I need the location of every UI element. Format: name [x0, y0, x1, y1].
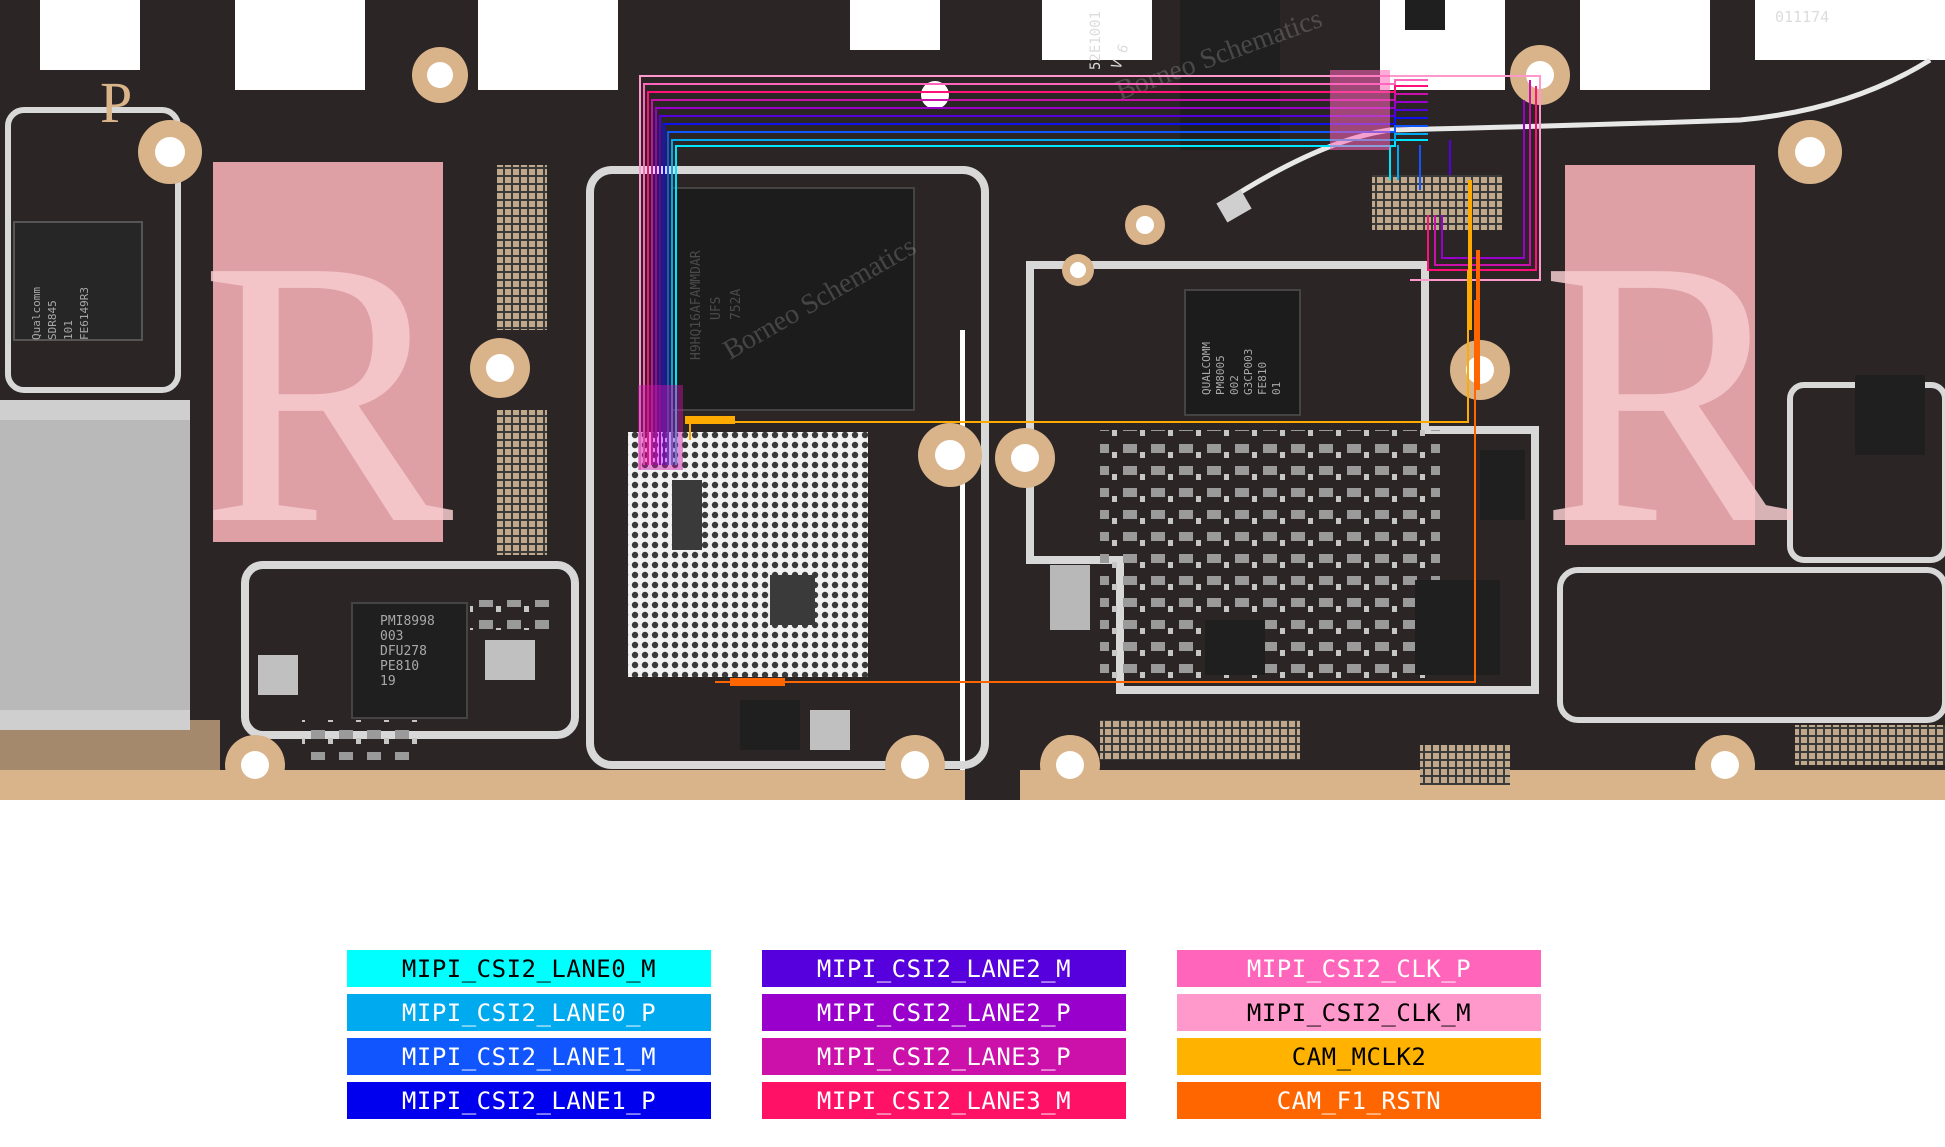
legend-item: MIPI_CSI2_LANE0_P — [347, 994, 711, 1031]
left-pcb-panel: Qualcomm SDR845 101 FE6149R3 P R H9HQ16A… — [0, 0, 1059, 800]
legend-item: CAM_F1_RSTN — [1177, 1082, 1541, 1119]
trace-lane0-p — [671, 133, 1428, 465]
legend-item: CAM_MCLK2 — [1177, 1038, 1541, 1075]
rf-chip-text: Qualcomm SDR845 101 FE6149R3 — [30, 280, 91, 340]
legend-column-1: MIPI_CSI2_LANE0_M MIPI_CSI2_LANE0_P MIPI… — [347, 950, 711, 1126]
trace-lane2-m — [659, 109, 1428, 465]
legend-item: MIPI_CSI2_LANE0_M — [347, 950, 711, 987]
signal-legend: MIPI_CSI2_LANE0_M MIPI_CSI2_LANE0_P MIPI… — [347, 950, 1542, 1120]
watermark-letter-left: R — [200, 182, 455, 603]
legend-item: MIPI_CSI2_CLK_P — [1177, 950, 1541, 987]
marking-011174: 011174 — [1775, 8, 1829, 26]
silkscreen-letter: P — [100, 70, 132, 135]
trace-lane3-m — [647, 85, 1428, 465]
legend-column-2: MIPI_CSI2_LANE2_M MIPI_CSI2_LANE2_P MIPI… — [762, 950, 1126, 1126]
legend-item: MIPI_CSI2_LANE1_M — [347, 1038, 711, 1075]
pcb-board-svg: Qualcomm SDR845 101 FE6149R3 P R H9HQ16A… — [0, 0, 1945, 800]
trace-lane0-m — [675, 139, 1428, 465]
watermark-letter-right: R — [1540, 182, 1795, 603]
signal-traces — [638, 70, 1541, 686]
legend-item: MIPI_CSI2_CLK_M — [1177, 994, 1541, 1031]
trace-mclk2 — [689, 270, 1469, 440]
trace-lane1-p — [663, 117, 1428, 465]
storage-chip-text: H9HQ16AFAMMDAR UFS 752A — [689, 243, 744, 360]
legend-item: MIPI_CSI2_LANE3_M — [762, 1082, 1126, 1119]
legend-item: MIPI_CSI2_LANE2_M — [762, 950, 1126, 987]
pmic-left-text: PMI8998 003 DFU278 PE810 19 — [380, 614, 443, 689]
trace-rstn — [715, 300, 1476, 683]
legend-column-3: MIPI_CSI2_CLK_P MIPI_CSI2_CLK_M CAM_MCLK… — [1177, 950, 1541, 1126]
right-pcb-panel: QUALCOMM PM8005 002 G3CP003 FE810 01 R 5… — [995, 0, 1945, 800]
trace-lane2-p — [655, 101, 1428, 465]
pmic-right-text: QUALCOMM PM8005 002 G3CP003 FE810 01 — [1200, 335, 1283, 395]
trace-lane3-p — [651, 93, 1428, 465]
legend-item: MIPI_CSI2_LANE3_P — [762, 1038, 1126, 1075]
legend-item: MIPI_CSI2_LANE2_P — [762, 994, 1126, 1031]
trace-clk-m — [639, 75, 1541, 470]
pcb-board-view: Qualcomm SDR845 101 FE6149R3 P R H9HQ16A… — [0, 0, 1945, 800]
trace-lane1-m — [667, 125, 1428, 465]
marking-52e1001: 52E1001 — [1088, 11, 1104, 70]
legend-item: MIPI_CSI2_LANE1_P — [347, 1082, 711, 1119]
trace-clk-p — [643, 79, 1428, 465]
